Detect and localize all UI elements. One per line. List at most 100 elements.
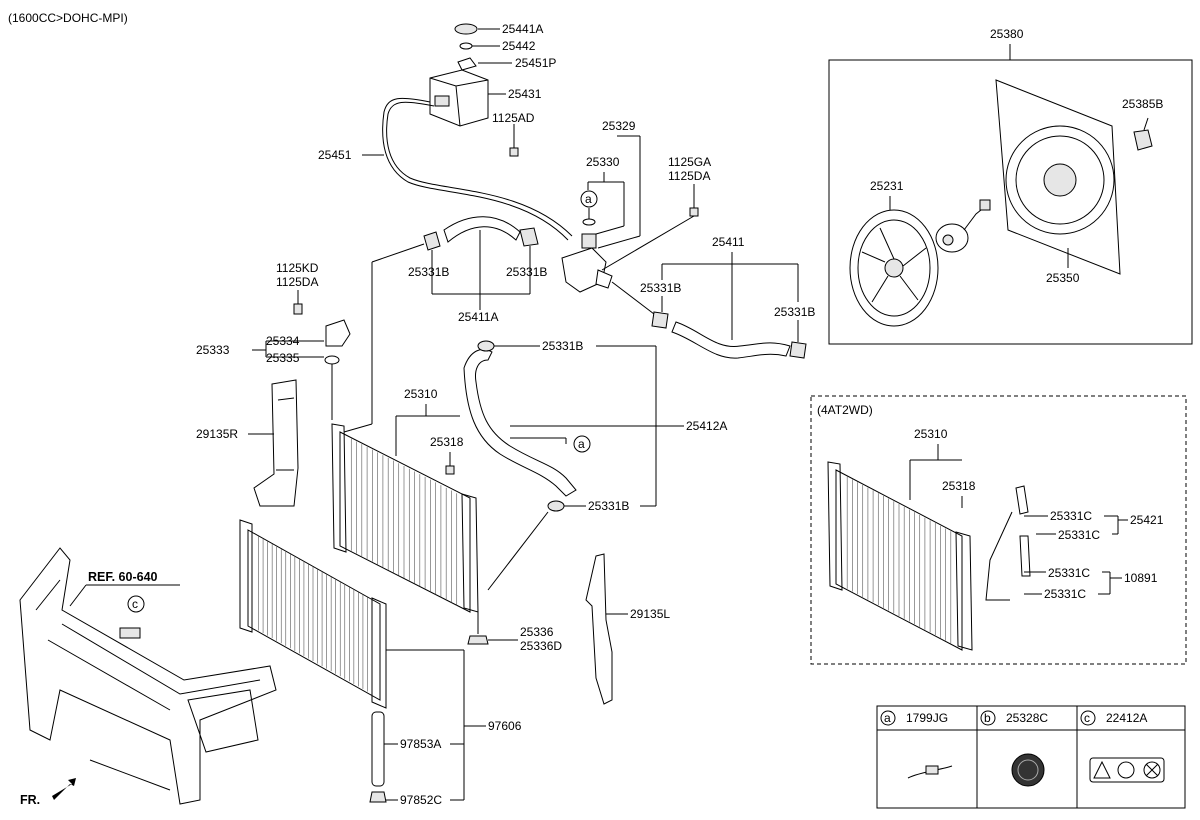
clamp-25331B-left	[423, 231, 441, 251]
legend-letter-a: a	[884, 711, 891, 725]
label-25331B-1: 25331B	[408, 265, 449, 279]
label-25331B-3: 25331B	[640, 281, 681, 295]
plug-97852C	[369, 791, 387, 803]
callout-letter-a: a	[585, 192, 592, 206]
label-25442: 25442	[502, 39, 536, 53]
at-option-box	[810, 395, 1187, 665]
label-at-25331C-1: 25331C	[1050, 509, 1092, 523]
legend-letter-c: c	[1084, 711, 1090, 725]
receiver-drier-97853A	[371, 711, 385, 787]
callout-letter-a-2: a	[578, 437, 585, 451]
legend-letter-b: b	[984, 711, 991, 725]
label-25329: 25329	[602, 119, 636, 133]
air-guard-29135L	[585, 553, 613, 705]
legend-table	[876, 705, 1186, 809]
label-25431: 25431	[508, 87, 542, 101]
label-25331B-4: 25331B	[774, 305, 815, 319]
label-25231: 25231	[870, 179, 904, 193]
label-1125GA: 1125GA	[668, 155, 711, 169]
label-25331B-5: 25331B	[542, 339, 583, 353]
label-1125DA-a: 1125DA	[668, 169, 710, 183]
label-97606: 97606	[488, 719, 522, 733]
legend-cell-c: c 22412A	[1080, 710, 1165, 783]
label-at-25421: 25421	[1130, 513, 1164, 527]
label-97853A: 97853A	[400, 737, 441, 751]
legend-part-a: 1799JG	[906, 711, 948, 725]
fan-blade-25231	[849, 209, 939, 327]
label-25331B-2: 25331B	[506, 265, 547, 279]
label-25412A: 25412A	[686, 419, 727, 433]
legend-part-c: 22412A	[1106, 711, 1147, 725]
label-at-25331C-3: 25331C	[1048, 566, 1090, 580]
legend-cell-a: a 1799JG	[880, 710, 953, 779]
ref-label[interactable]: REF. 60-640	[88, 570, 158, 584]
label-29135L: 29135L	[630, 607, 670, 621]
air-guard-29135R	[253, 379, 299, 507]
overflow-hose-25451	[382, 97, 569, 241]
clamp-25331B-hose-left	[651, 311, 669, 329]
drain-plug-25336	[467, 635, 489, 645]
label-25330: 25330	[586, 155, 620, 169]
front-end-carrier	[19, 547, 277, 805]
clamp-25331B-hose-right	[789, 341, 807, 359]
hose-25411	[671, 321, 791, 359]
label-1125AD: 1125AD	[492, 111, 535, 125]
label-25335: 25335	[266, 351, 300, 365]
label-97852C: 97852C	[400, 793, 442, 807]
engine-note: (1600CC>DOHC-MPI)	[8, 11, 128, 25]
front-arrow-icon	[52, 778, 76, 800]
callout-letter-c: c	[132, 597, 138, 611]
legend-cell-b: b 25328C	[980, 710, 1048, 787]
label-25411: 25411	[712, 235, 745, 249]
label-at-25318: 25318	[942, 479, 976, 493]
label-25318: 25318	[430, 435, 464, 449]
outlet-fitting-drawing	[561, 233, 613, 293]
clamp-25331B-mid	[519, 227, 539, 247]
reservoir-tank-drawing	[429, 69, 489, 127]
insulator-25335	[324, 355, 340, 365]
label-25451P: 25451P	[515, 56, 556, 70]
lower-hose-25412A	[463, 348, 577, 497]
front-label: FR.	[20, 793, 40, 807]
label-25385B: 25385B	[1122, 97, 1163, 111]
radiator-at-drawing	[827, 461, 973, 651]
condenser-97606	[239, 519, 387, 709]
callout-circle-a	[580, 190, 598, 208]
label-25336: 25336	[520, 625, 554, 639]
clamp-25331B-lower-bottom	[547, 500, 565, 512]
label-25411A: 25411A	[458, 310, 498, 324]
legend-part-b: 25328C	[1006, 711, 1048, 725]
label-25451: 25451	[318, 148, 352, 162]
label-25336D: 25336D	[520, 639, 562, 653]
label-29135R: 29135R	[196, 427, 238, 441]
label-25380: 25380	[990, 27, 1024, 41]
oil-cooler-hose-25421	[1015, 485, 1029, 515]
upper-hose-25411A	[443, 216, 521, 243]
label-at-25331C-2: 25331C	[1058, 528, 1100, 542]
bolt-1125GA	[689, 207, 699, 217]
label-25334: 25334	[266, 334, 300, 348]
label-25350: 25350	[1046, 271, 1080, 285]
label-at-10891: 10891	[1124, 571, 1158, 585]
resistor-25385B	[1133, 129, 1153, 151]
fan-shroud-25350	[995, 79, 1121, 275]
label-25331B-6: 25331B	[588, 499, 629, 513]
bolt-1125KD	[293, 303, 303, 315]
bolt-1125AD	[509, 147, 519, 157]
clamp-25331B-lower-top	[477, 340, 495, 352]
fan-motor-drawing	[935, 199, 991, 253]
label-25333: 25333	[196, 343, 230, 357]
radiator-25310	[331, 423, 479, 613]
oil-cooler-hose-10891	[1019, 535, 1031, 577]
bracket-25334	[325, 319, 351, 347]
label-25310: 25310	[404, 387, 438, 401]
label-1125DA-b: 1125DA	[276, 275, 318, 289]
at-box-title: (4AT2WD)	[817, 403, 873, 417]
label-25441A: 25441A	[502, 22, 543, 36]
label-at-25310: 25310	[914, 427, 948, 441]
label-at-25331C-4: 25331C	[1044, 587, 1086, 601]
reservoir-cap-drawing	[454, 23, 478, 71]
label-1125KD: 1125KD	[276, 261, 319, 275]
